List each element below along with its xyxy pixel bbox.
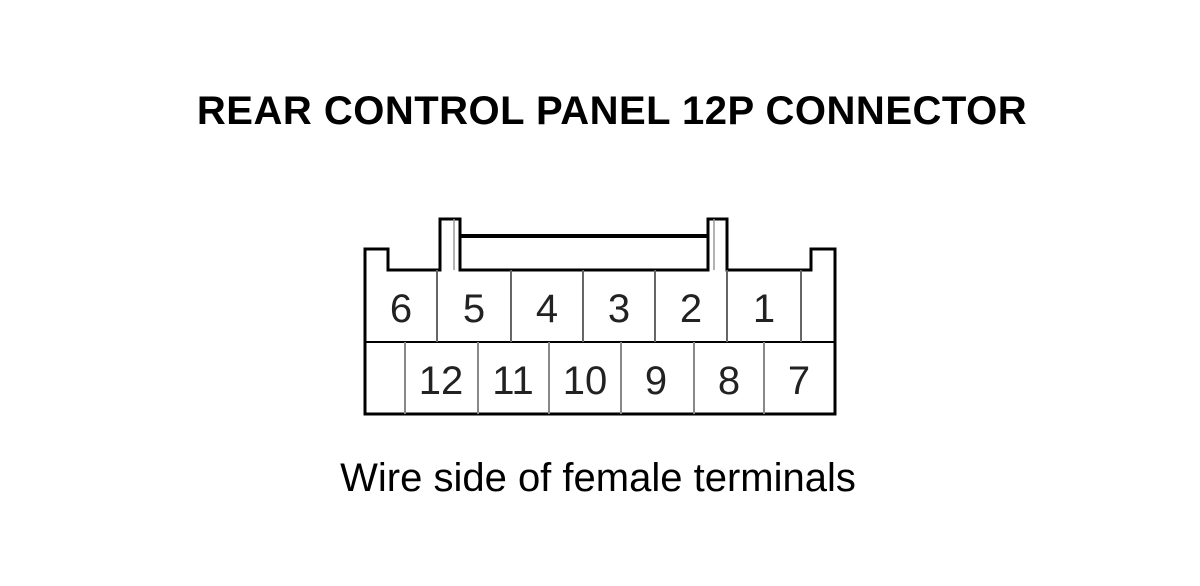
locking-tab — [460, 234, 708, 238]
pin-label: 4 — [536, 287, 558, 331]
pin-label: 8 — [718, 359, 740, 403]
diagram-caption: Wire side of female terminals — [340, 456, 856, 500]
pin-label: 9 — [645, 359, 667, 403]
top-row-pins: 6 5 4 3 2 1 — [390, 287, 775, 331]
bottom-row-pins: 12 11 10 9 8 7 — [419, 359, 810, 403]
bottom-row-dividers — [404, 342, 765, 414]
pin-label: 2 — [680, 287, 702, 331]
pin-label: 7 — [788, 359, 810, 403]
pin-label: 10 — [563, 359, 608, 403]
pin-label: 11 — [492, 359, 534, 403]
pin-label: 6 — [390, 287, 412, 331]
pin-label: 3 — [608, 287, 630, 331]
pin-label: 1 — [753, 287, 775, 331]
pin-label: 12 — [419, 359, 464, 403]
pin-label: 5 — [463, 287, 485, 331]
connector-housing — [363, 217, 837, 416]
diagram-title: REAR CONTROL PANEL 12P CONNECTOR — [196, 89, 1028, 133]
top-row-dividers — [436, 270, 802, 342]
